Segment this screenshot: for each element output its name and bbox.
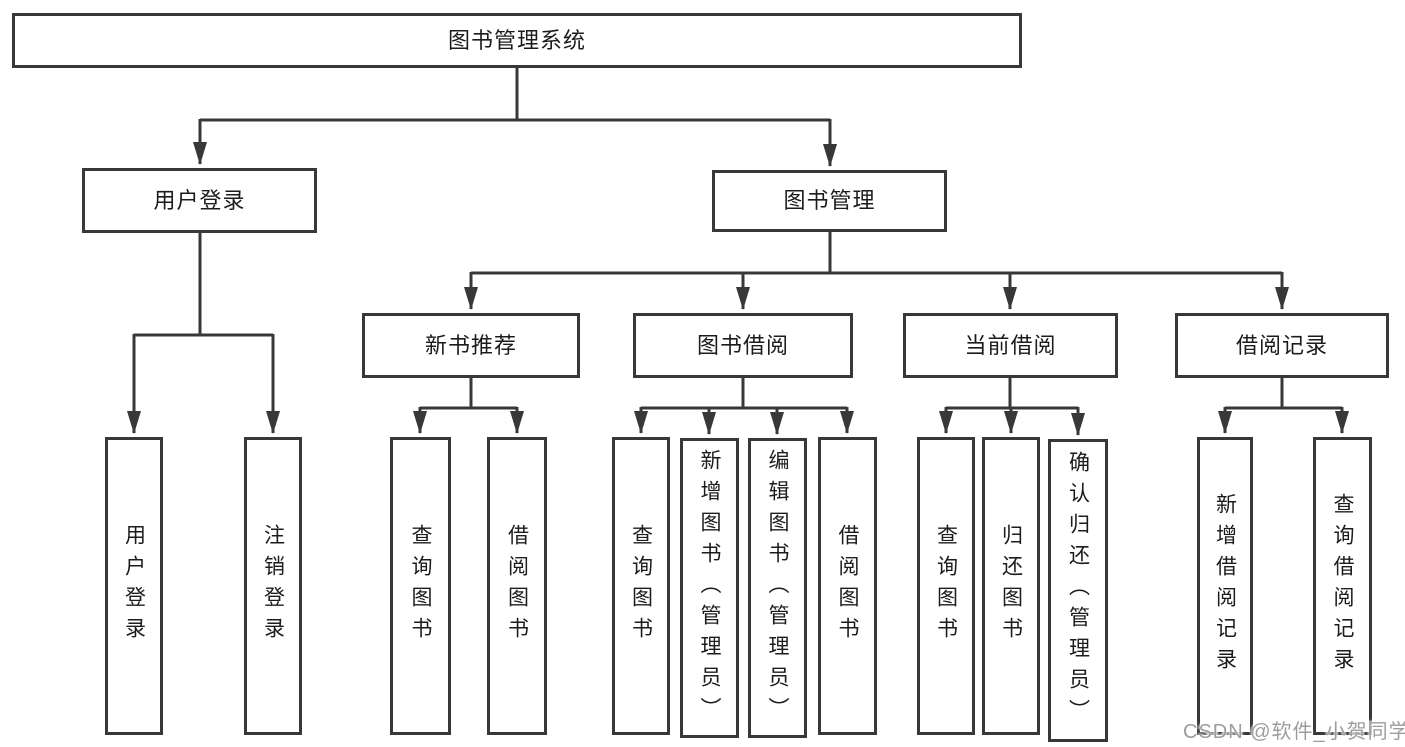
leaf-label: 新增图书（管理员） [698, 448, 721, 728]
leaf-logout: 注销登录 [244, 437, 302, 735]
node-user-login: 用户登录 [82, 168, 317, 233]
leaf-query-borrow-record: 查询借阅记录 [1313, 437, 1372, 735]
leaf-query-books-1: 查询图书 [390, 437, 451, 735]
leaf-label: 用户登录 [122, 524, 146, 648]
csdn-watermark: CSDN @软件_小贺同学 [1183, 721, 1405, 743]
leaf-label: 查询图书 [629, 524, 653, 648]
leaf-user-login: 用户登录 [105, 437, 163, 735]
node-book-management: 图书管理 [712, 170, 947, 232]
leaf-label: 借阅图书 [836, 524, 859, 648]
leaf-add-books-admin: 新增图书（管理员） [680, 438, 739, 738]
leaf-label: 查询借阅记录 [1331, 493, 1354, 679]
node-library-management-system: 图书管理系统 [12, 13, 1022, 68]
leaf-borrow-books-2: 借阅图书 [818, 437, 877, 735]
node-borrowing-records: 借阅记录 [1175, 313, 1389, 378]
node-new-book-recommendation: 新书推荐 [362, 313, 580, 378]
leaf-query-books-3: 查询图书 [917, 437, 975, 735]
leaf-edit-books-admin: 编辑图书（管理员） [748, 438, 807, 738]
leaf-label: 查询图书 [409, 524, 432, 648]
leaf-borrow-books-1: 借阅图书 [487, 437, 547, 735]
leaf-return-books: 归还图书 [982, 437, 1040, 735]
leaf-label: 查询图书 [934, 524, 958, 648]
leaf-query-books-2: 查询图书 [612, 437, 670, 735]
leaf-label: 注销登录 [261, 524, 285, 648]
leaf-label: 借阅图书 [505, 524, 529, 648]
leaf-label: 编辑图书（管理员） [766, 448, 789, 728]
leaf-label: 新增借阅记录 [1213, 493, 1237, 679]
leaf-add-borrow-record: 新增借阅记录 [1197, 437, 1253, 735]
leaf-confirm-return-admin: 确认归还（管理员） [1048, 439, 1108, 742]
node-current-borrowing: 当前借阅 [903, 313, 1118, 378]
leaf-label: 归还图书 [999, 524, 1023, 648]
leaf-label: 确认归还（管理员） [1066, 451, 1090, 730]
node-book-borrowing: 图书借阅 [633, 313, 853, 378]
